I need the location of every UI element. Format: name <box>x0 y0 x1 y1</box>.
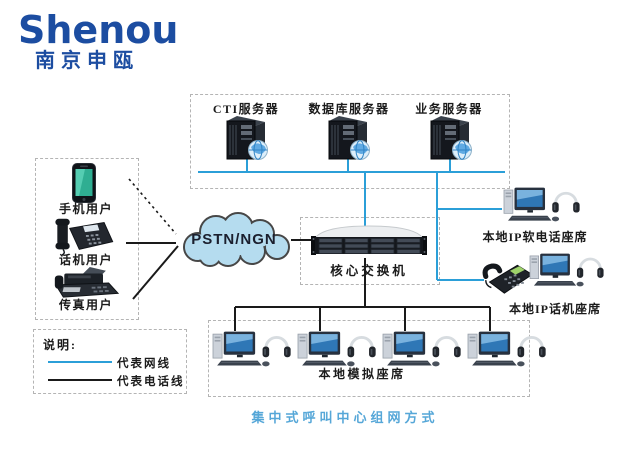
legend-line-phoneline <box>48 379 112 381</box>
cloud-label: PSTN/NGN <box>191 231 277 248</box>
phone-wires <box>126 239 491 331</box>
mobile-dotted-wire <box>128 178 177 235</box>
cloud-icon <box>183 212 290 267</box>
core-switch-group-box <box>300 217 440 285</box>
workstation-icon <box>296 330 376 368</box>
legend-label-phoneline: 代表电话线 <box>117 376 185 388</box>
workstation-icon <box>381 330 461 368</box>
desk-phone-icon <box>54 214 116 256</box>
rack-switch-icon <box>311 225 427 255</box>
footer-title: 集中式呼叫中心组网方式 <box>251 410 439 425</box>
tower-server-icon <box>220 115 272 161</box>
legend-label-network: 代表网线 <box>117 358 171 370</box>
legend-line-network <box>48 361 112 363</box>
softphone-seat-label: 本地IP软电话座席 <box>482 230 588 244</box>
logo-company-text: 南京申瓯 <box>35 50 139 72</box>
workstation-icon <box>528 252 604 288</box>
ip-phone-seat-label: 本地IP话机座席 <box>508 302 601 316</box>
analog-seats-group-box <box>208 320 530 397</box>
shenou-logo: Shenou 南京申瓯 <box>18 10 178 72</box>
user-label-fax: 传真用户 <box>58 298 113 312</box>
workstation-icon <box>211 330 291 368</box>
servers-group-box <box>190 94 510 189</box>
server-label-database: 数据库服务器 <box>308 102 390 116</box>
server-label-cti: CTI服务器 <box>212 102 280 116</box>
legend-title: 说明: <box>43 338 77 352</box>
analog-seats-label: 本地模拟座席 <box>318 367 406 381</box>
legend-box <box>33 329 187 394</box>
tower-server-icon <box>424 115 476 161</box>
user-label-mobile: 手机用户 <box>58 202 113 216</box>
tower-server-icon <box>322 115 374 161</box>
fax-machine-icon <box>52 266 120 300</box>
logo-brand-text: Shenou <box>18 8 179 52</box>
workstation-icon <box>466 330 546 368</box>
mobile-phone-icon <box>70 162 98 204</box>
server-label-business: 业务服务器 <box>415 102 483 116</box>
network-wires <box>198 156 505 281</box>
core-switch-label: 核心交换机 <box>330 264 408 278</box>
user-label-phone: 话机用户 <box>58 253 113 267</box>
workstation-icon <box>502 186 580 223</box>
users-group-box <box>35 158 139 320</box>
